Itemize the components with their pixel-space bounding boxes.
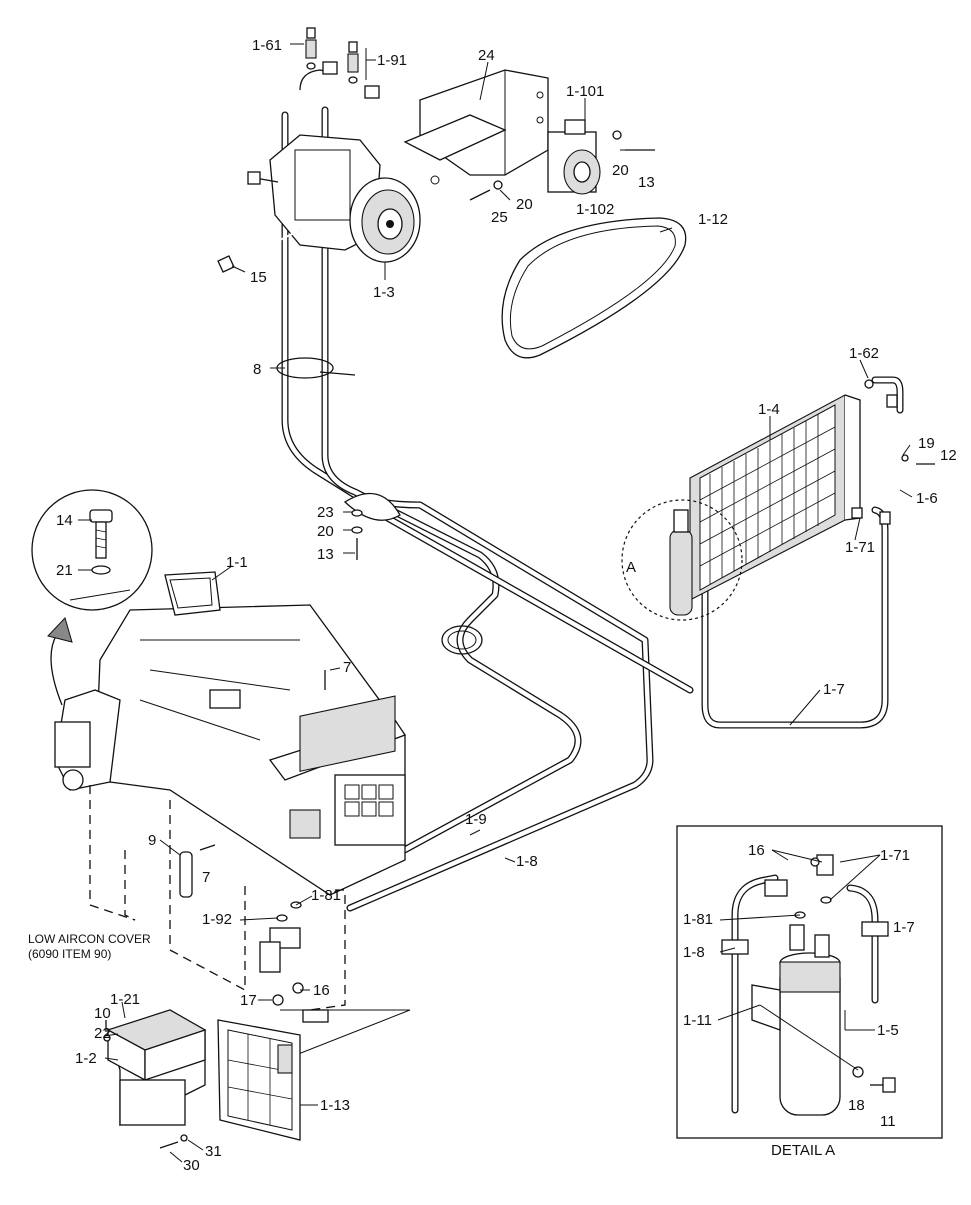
callout-1-3: 1-3 bbox=[373, 284, 395, 301]
callout-1-81: 1-81 bbox=[311, 887, 341, 904]
callout-23: 23 bbox=[317, 504, 334, 521]
bolt-25 bbox=[469, 189, 491, 201]
callout-1-71: 1-71 bbox=[845, 539, 875, 556]
callout-20c: 20 bbox=[317, 523, 334, 540]
callout-1-21: 1-21 bbox=[110, 991, 140, 1008]
callout-1-102: 1-102 bbox=[576, 201, 614, 218]
idler-pulley bbox=[547, 119, 601, 195]
callout-a: A bbox=[626, 559, 636, 576]
callout-21: 21 bbox=[56, 562, 73, 579]
callout-20a: 20 bbox=[612, 162, 629, 179]
callout-30: 30 bbox=[183, 1157, 200, 1174]
fittings-1-71 bbox=[851, 507, 891, 525]
bracket-24 bbox=[403, 69, 549, 185]
callout-1-9: 1-9 bbox=[465, 811, 487, 828]
callout-7a: 7 bbox=[343, 659, 351, 676]
callout-15: 15 bbox=[250, 269, 267, 286]
detail-callout-1-81: 1-81 bbox=[683, 911, 713, 928]
callout-22: 22 bbox=[94, 1025, 111, 1042]
detail-callout-1-8: 1-8 bbox=[683, 944, 705, 961]
detail-callout-1-11: 1-11 bbox=[683, 1012, 712, 1029]
callout-25: 25 bbox=[491, 209, 508, 226]
cover-note-line2: (6090 ITEM 90) bbox=[28, 947, 111, 961]
callout-1-101: 1-101 bbox=[566, 83, 604, 100]
detail-callout-1-7: 1-7 bbox=[893, 919, 915, 936]
compressor bbox=[247, 134, 421, 263]
callout-1-62: 1-62 bbox=[849, 345, 879, 362]
callout-10: 10 bbox=[94, 1005, 111, 1022]
callout-24: 24 bbox=[478, 47, 495, 64]
detail-callout-16: 16 bbox=[748, 842, 765, 859]
hose-clamp-8 bbox=[276, 357, 356, 379]
callout-1-91: 1-91 bbox=[377, 52, 407, 69]
clamp-23 bbox=[343, 493, 401, 560]
bolt-15 bbox=[217, 229, 301, 273]
screw-7b bbox=[199, 844, 216, 851]
bolt-detail-circle bbox=[31, 489, 153, 611]
callout-1-12: 1-12 bbox=[698, 211, 728, 228]
callout-1-1: 1-1 bbox=[226, 554, 248, 571]
callout-7b: 7 bbox=[202, 869, 210, 886]
low-aircon-cover-outline bbox=[89, 785, 346, 1011]
hose-coil bbox=[441, 625, 483, 655]
detail-title: DETAIL A bbox=[771, 1142, 835, 1159]
callout-1-4: 1-4 bbox=[758, 401, 780, 418]
service-valves bbox=[299, 27, 380, 99]
detail-a-callout bbox=[621, 499, 743, 621]
cover-note-line1: LOW AIRCON COVER bbox=[28, 932, 151, 946]
leader-lines bbox=[78, 43, 913, 1163]
callout-1-13: 1-13 bbox=[320, 1097, 350, 1114]
drive-belt bbox=[501, 217, 687, 359]
condenser bbox=[689, 379, 935, 601]
callout-1-6: 1-6 bbox=[916, 490, 938, 507]
callout-17: 17 bbox=[240, 992, 257, 1009]
callout-20b: 20 bbox=[516, 196, 533, 213]
callout-19: 19 bbox=[918, 435, 935, 452]
callout-9: 9 bbox=[148, 832, 156, 849]
callout-31: 31 bbox=[205, 1143, 222, 1160]
callout-1-61: 1-61 bbox=[252, 37, 282, 54]
callout-13b: 13 bbox=[317, 546, 334, 563]
callout-14: 14 bbox=[56, 512, 73, 529]
detail-callout-1-5: 1-5 bbox=[877, 1022, 899, 1039]
control-box bbox=[106, 1009, 207, 1127]
callout-16: 16 bbox=[313, 982, 330, 999]
detail-callout-11: 11 bbox=[880, 1113, 896, 1130]
callout-1-8: 1-8 bbox=[516, 853, 538, 870]
drain-9 bbox=[179, 851, 193, 898]
callout-8: 8 bbox=[253, 361, 261, 378]
detail-a-box bbox=[676, 825, 943, 1139]
callout-12: 12 bbox=[940, 447, 957, 464]
detail-callout-18: 18 bbox=[848, 1097, 865, 1114]
detail-callout-1-71: 1-71 bbox=[880, 847, 910, 864]
filter-panel bbox=[217, 1019, 301, 1141]
callout-1-92: 1-92 bbox=[202, 911, 232, 928]
clip-30-31 bbox=[159, 1134, 188, 1149]
callout-1-2: 1-2 bbox=[75, 1050, 97, 1067]
expansion-fittings bbox=[259, 901, 329, 1023]
hvac-unit bbox=[54, 571, 406, 896]
callout-1-7: 1-7 bbox=[823, 681, 845, 698]
callout-13a: 13 bbox=[638, 174, 655, 191]
